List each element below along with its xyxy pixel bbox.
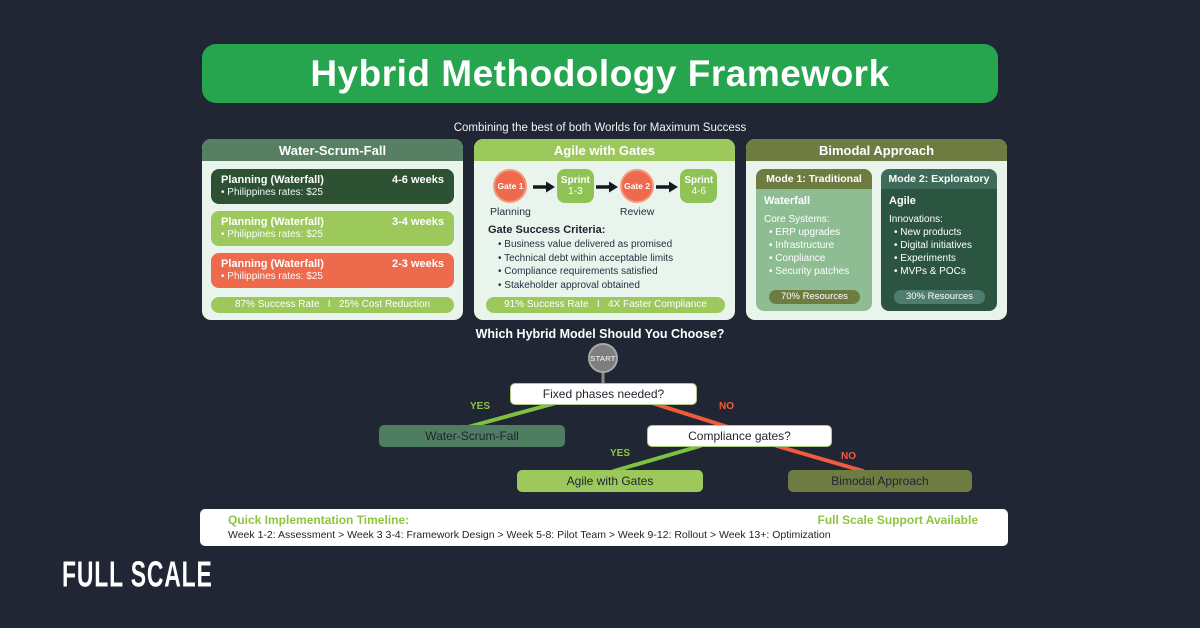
phase-detail: • Philippines rates: $25 — [221, 271, 323, 282]
phase-name: Planning (Waterfall) — [221, 216, 324, 228]
phase-name: Planning (Waterfall) — [221, 258, 324, 270]
mode1-header: Mode 1: Traditional — [756, 169, 872, 189]
timeline-title: Quick Implementation Timeline: — [228, 513, 410, 527]
question-compliance-gates: Compliance gates? — [647, 425, 832, 447]
result-water-scrum-fall: Water-Scrum-Fall — [379, 425, 565, 447]
mode1-list-title: Core Systems: — [764, 214, 830, 225]
phase-row: Planning (Waterfall) 3-4 weeks • Philipp… — [211, 211, 454, 246]
sprint1-title: Sprint — [560, 175, 590, 186]
phase-duration: 4-6 weeks — [392, 174, 444, 186]
gate1-sublabel: Planning — [490, 206, 531, 218]
arrow-right-icon — [595, 181, 618, 193]
flow-node-sprint2: Sprint 4-6 — [680, 169, 718, 203]
gate-sprint-flow: Gate 1 Planning Sprint 1-3 Gate 2 Review — [490, 169, 725, 218]
mode2-item: • MVPs & POCs — [894, 266, 966, 277]
mode1-item: • Security patches — [769, 266, 850, 277]
mode1-body: Waterfall Core Systems: • ERP upgrades •… — [756, 189, 872, 311]
criteria-item: • Stakeholder approval obtained — [498, 279, 640, 291]
mode1-method: Waterfall — [764, 195, 811, 207]
decision-tree-title: Which Hybrid Model Should You Choose? — [475, 327, 725, 341]
sprint2-box: Sprint 4-6 — [680, 169, 718, 203]
title-banner: Hybrid Methodology Framework — [202, 44, 998, 103]
sprint1-box: Sprint 1-3 — [556, 169, 594, 203]
mode2-exploratory-card: Mode 2: Exploratory Agile Innovations: •… — [881, 169, 997, 311]
mode1-resources-badge: 70% Resources — [768, 290, 861, 304]
edge-label-yes: YES — [610, 448, 631, 459]
gate2-circle: Gate 2 — [620, 169, 655, 203]
edge-label-no: NO — [841, 451, 856, 462]
phase-detail: • Philippines rates: $25 — [221, 187, 323, 198]
edge-label-no: NO — [719, 401, 734, 412]
sprint2-title: Sprint — [684, 175, 714, 186]
result-agile-with-gates: Agile with Gates — [517, 470, 703, 492]
criteria-item: • Compliance requirements satisfied — [498, 266, 658, 277]
mode2-method: Agile — [889, 195, 916, 207]
gate1-circle: Gate 1 — [493, 169, 528, 203]
phase-row: Planning (Waterfall) 4-6 weeks • Philipp… — [211, 169, 454, 204]
criteria-item: • Business value delivered as promised — [498, 239, 673, 250]
arrow-right-icon — [656, 181, 679, 193]
page-title: Hybrid Methodology Framework — [310, 52, 890, 94]
mode1-item: • Infrastructure — [769, 240, 835, 251]
wsf-stats-badge: 87% Success Rate I 25% Cost Reduction — [211, 297, 454, 313]
mode2-item: • Digital initiatives — [894, 240, 972, 251]
mode1-item: • Conpliance — [769, 253, 826, 264]
timeline-steps: Week 1-2: Assessment > Week 3 3-4: Frame… — [228, 529, 831, 541]
mode2-header: Mode 2: Exploratory — [881, 169, 997, 189]
flow-node-sprint1: Sprint 1-3 — [556, 169, 594, 203]
mode2-body: Agile Innovations: • New products • Digi… — [881, 189, 997, 311]
start-node: START — [588, 343, 618, 373]
mode2-resources-badge: 30% Resources — [893, 290, 986, 304]
phase-name: Planning (Waterfall) — [221, 174, 324, 186]
phase-duration: 3-4 weeks — [392, 216, 444, 228]
agile-with-gates-card: Agile with Gates Gate 1 Planning Sprint … — [474, 139, 735, 320]
mode1-item: • ERP upgrades — [769, 227, 841, 238]
bimodal-body: Mode 1: Traditional Waterfall Core Syste… — [746, 161, 1007, 320]
agile-stats-badge: 91% Success Rate I 4X Faster Compliance — [486, 297, 725, 313]
phase-row: Planning (Waterfall) 2-3 weeks • Philipp… — [211, 253, 454, 288]
agile-with-gates-header: Agile with Gates — [474, 139, 735, 161]
page-subtitle: Combining the best of both Worlds for Ma… — [453, 122, 747, 134]
sprint1-range: 1-3 — [568, 186, 583, 197]
question-fixed-phases: Fixed phases needed? — [510, 383, 697, 405]
mode1-traditional-card: Mode 1: Traditional Waterfall Core Syste… — [756, 169, 872, 311]
support-available-label: Full Scale Support Available — [817, 513, 978, 527]
sprint2-range: 4-6 — [691, 186, 707, 197]
full-scale-logo: FULL SCALE — [62, 554, 213, 595]
water-scrum-fall-body: Planning (Waterfall) 4-6 weeks • Philipp… — [202, 161, 463, 320]
agile-with-gates-body: Gate 1 Planning Sprint 1-3 Gate 2 Review — [474, 161, 735, 320]
implementation-timeline-bar: Quick Implementation Timeline: Full Scal… — [200, 509, 1008, 546]
water-scrum-fall-card: Water-Scrum-Fall Planning (Waterfall) 4-… — [202, 139, 463, 320]
mode2-item: • Experiments — [894, 253, 956, 264]
mode2-item: • New products — [894, 227, 962, 238]
flow-node-gate1: Gate 1 Planning — [490, 169, 531, 218]
criteria-item: • Technical debt within acceptable limit… — [498, 252, 674, 264]
water-scrum-fall-header: Water-Scrum-Fall — [202, 139, 463, 161]
edge-label-yes: YES — [470, 401, 491, 412]
gate2-sublabel: Review — [619, 206, 655, 218]
bimodal-card: Bimodal Approach Mode 1: Traditional Wat… — [746, 139, 1007, 320]
bimodal-header: Bimodal Approach — [746, 139, 1007, 161]
result-bimodal-approach: Bimodal Approach — [788, 470, 972, 492]
flow-node-gate2: Gate 2 Review — [620, 169, 654, 218]
mode2-list-title: Innovations: — [889, 214, 943, 225]
arrow-right-icon — [532, 181, 555, 193]
phase-detail: • Philippines rates: $25 — [221, 229, 323, 240]
gate-criteria-title: Gate Success Criteria: — [488, 224, 606, 236]
phase-duration: 2-3 weeks — [392, 258, 444, 270]
